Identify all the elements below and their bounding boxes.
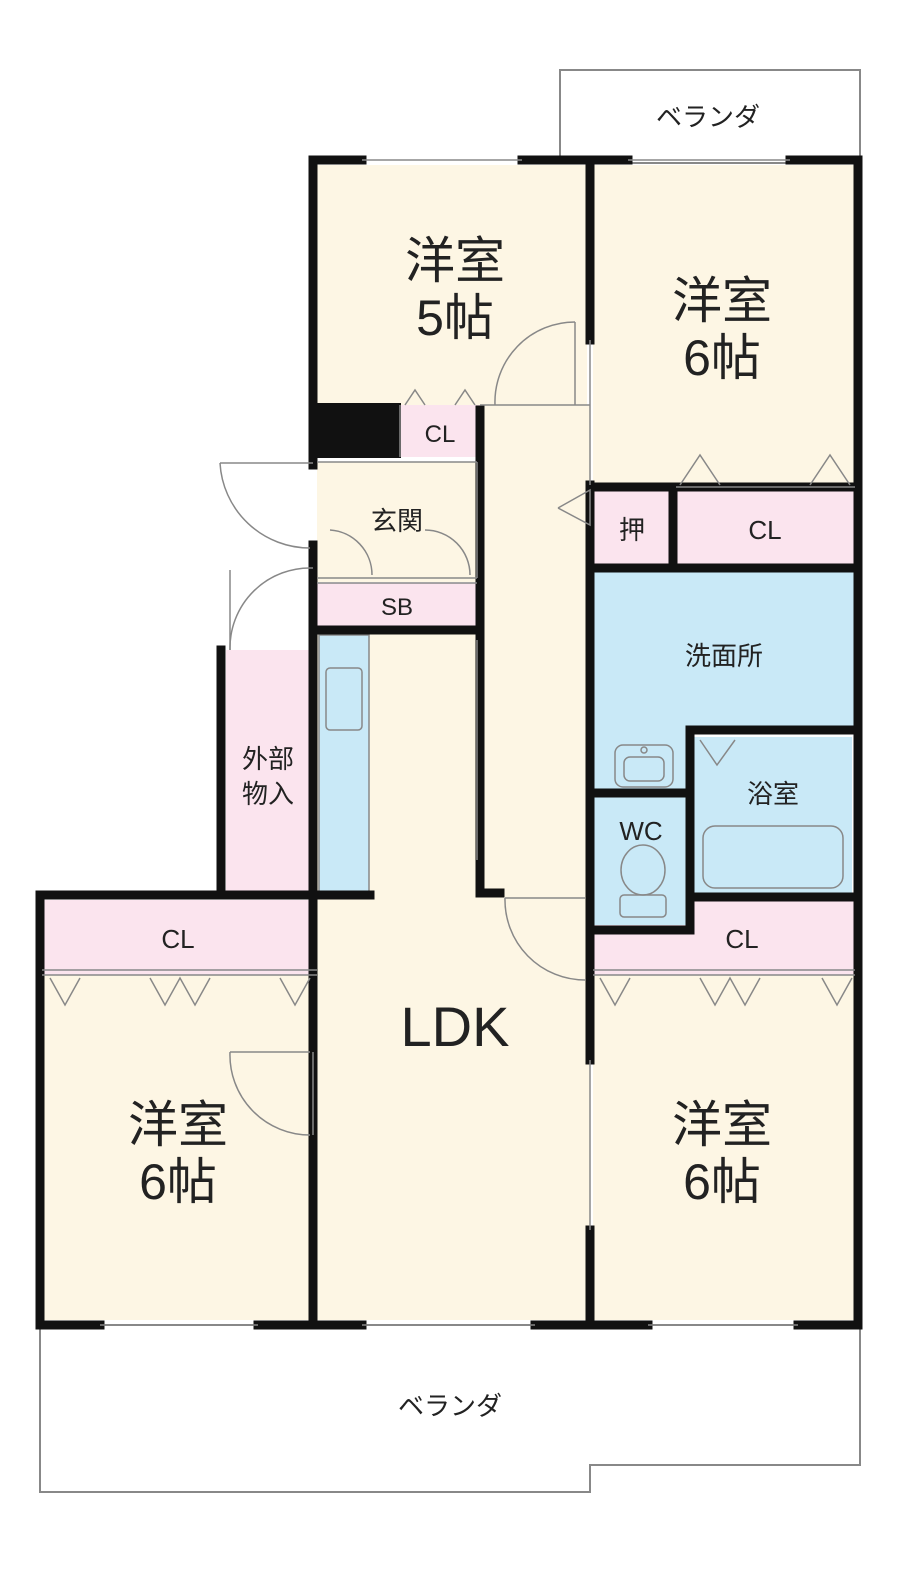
room-bed-south-right-label: 洋室	[672, 1097, 772, 1153]
storage-oshiire-label: 押	[619, 515, 645, 545]
room-ldk-label: LDK	[401, 995, 510, 1058]
room-bathroom-label: 浴室	[747, 779, 799, 809]
room-bed-south-left-size: 6帖	[139, 1154, 217, 1210]
room-bed-south-right-size: 6帖	[683, 1154, 761, 1210]
storage-cl-north-right-label: CL	[748, 515, 781, 545]
closet-markers	[49, 388, 853, 1007]
storage-outdoor	[226, 650, 317, 895]
balcony-top-label: ベランダ	[656, 102, 760, 132]
storage-cl-south-left	[42, 900, 317, 975]
storage-outdoor-label-2: 物入	[242, 779, 294, 809]
storage-cl-north-left-label: CL	[425, 421, 456, 448]
bathtub-icon	[702, 825, 844, 889]
room-entrance	[317, 462, 477, 582]
storage-outdoor-label-1: 外部	[242, 744, 294, 774]
storage-cl-north-left	[400, 405, 480, 457]
room-bed-north-left	[317, 165, 587, 405]
thin-lines	[42, 159, 855, 1326]
door-swings	[219, 321, 586, 1136]
storage-cl-south-right-label: CL	[725, 924, 758, 954]
room-bed-north-right-label: 洋室	[672, 273, 772, 329]
room-bed-south-left	[42, 975, 317, 1320]
kitchen-sink	[325, 667, 363, 731]
room-bed-north-left-size: 5帖	[416, 290, 494, 346]
structural-column	[313, 403, 401, 458]
room-toilet	[593, 795, 688, 925]
room-washroom	[593, 570, 855, 730]
storage-cl-north-right	[676, 490, 855, 565]
room-bed-south-right	[593, 975, 855, 1320]
balcony-bottom-label: ベランダ	[398, 1391, 502, 1421]
room-bed-north-right	[593, 165, 855, 487]
room-bathroom	[692, 737, 852, 897]
storage-cl-south-left-label: CL	[161, 924, 194, 954]
washbasin-icon	[614, 744, 674, 788]
storage-shoe-box	[317, 583, 477, 628]
toilet-icon	[619, 844, 667, 918]
room-washroom-label: 洗面所	[685, 641, 763, 671]
storage-oshiire	[593, 490, 671, 565]
room-toilet-label: WC	[619, 816, 662, 846]
storage-shoe-box-label: SB	[381, 594, 413, 621]
room-bed-north-right-size: 6帖	[683, 330, 761, 386]
room-bed-south-left-label: 洋室	[128, 1097, 228, 1153]
room-entrance-label: 玄関	[371, 506, 423, 536]
room-bed-north-left-label: 洋室	[405, 233, 505, 289]
